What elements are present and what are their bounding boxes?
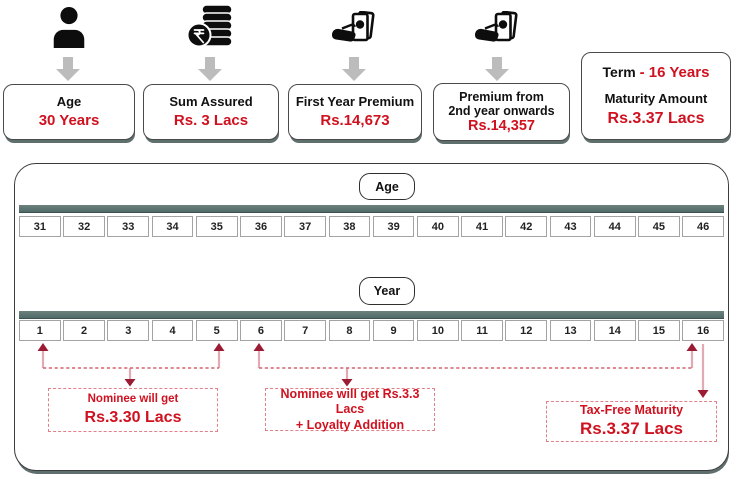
renewal-premium-value: Rs.14,357: [468, 118, 535, 135]
age-cell: 35: [195, 216, 238, 237]
year-cell: 5: [195, 320, 238, 341]
age-card-value: 30 Years: [38, 111, 100, 129]
down-arrow-icon: [485, 57, 509, 82]
year-cell: 9: [372, 320, 415, 341]
nominee-annotation-1: Nominee will get Rs.3.30 Lacs: [48, 388, 218, 432]
age-cell: 36: [240, 216, 282, 237]
money-hand-icon: [475, 11, 518, 42]
maturity-value: Rs.3.37 Lacs: [607, 110, 705, 127]
age-cell: 42: [505, 216, 548, 237]
age-cell: 34: [151, 216, 194, 237]
age-card-label: Age: [56, 94, 82, 110]
tax-free-line2: Rs.3.37 Lacs: [579, 419, 683, 439]
term-maturity-card: Term - 16 Years Maturity Amount Rs.3.37 …: [581, 52, 731, 140]
down-arrow-icon: [342, 57, 366, 82]
rupee-coins-icon: [186, 4, 233, 48]
age-axis-bar: [19, 205, 724, 213]
sum-assured-label: Sum Assured: [169, 94, 253, 110]
age-cell: 44: [593, 216, 636, 237]
age-cell: 45: [638, 216, 680, 237]
age-cell: 43: [549, 216, 592, 237]
year-cell: 4: [151, 320, 194, 341]
person-icon: [53, 6, 85, 48]
term-value: - 16 Years: [639, 64, 710, 81]
age-cell: 37: [284, 216, 327, 237]
year-cell: 6: [240, 320, 282, 341]
term-label: Term: [602, 64, 640, 80]
first-year-premium-label: First Year Premium: [295, 94, 415, 110]
sum-assured-value: Rs. 3 Lacs: [173, 111, 249, 129]
renewal-premium-card: Premium from 2nd year onwards Rs.14,357: [433, 83, 570, 141]
year-cell: 13: [549, 320, 592, 341]
year-cell: 16: [682, 320, 724, 341]
year-cell: 2: [63, 320, 105, 341]
year-cell: 10: [416, 320, 459, 341]
age-cell: 31: [19, 216, 61, 237]
year-cell: 7: [284, 320, 327, 341]
maturity-label: Maturity Amount: [604, 91, 708, 106]
tax-free-line1: Tax-Free Maturity: [579, 403, 684, 418]
nominee-annotation-2: Nominee will get Rs.3.3 Lacs + Loyalty A…: [265, 386, 435, 432]
down-arrow-icon: [56, 57, 80, 82]
nominee-annotation-2-line2: + Loyalty Addition: [295, 417, 405, 432]
year-cell: 8: [328, 320, 371, 341]
age-pill: Age: [359, 173, 415, 200]
money-hand-icon: [332, 11, 375, 42]
nominee-annotation-2-line1: Nominee will get Rs.3.3 Lacs: [280, 386, 420, 416]
age-cell: 32: [63, 216, 105, 237]
nominee-annotation-1-line1: Nominee will get: [87, 393, 179, 405]
age-card: Age 30 Years: [3, 84, 135, 140]
year-cell: 15: [638, 320, 680, 341]
nominee-annotation-1-line2: Rs.3.30 Lacs: [84, 408, 182, 426]
first-year-premium-card: First Year Premium Rs.14,673: [288, 84, 422, 140]
year-cell: 11: [461, 320, 503, 341]
year-axis-bar: [19, 311, 724, 319]
renewal-premium-label-line2: 2nd year onwards: [448, 104, 555, 118]
age-cell: 46: [682, 216, 724, 237]
sum-assured-card: Sum Assured Rs. 3 Lacs: [143, 84, 279, 140]
age-cell: 38: [328, 216, 371, 237]
age-cell: 41: [461, 216, 503, 237]
year-cell: 3: [107, 320, 150, 341]
year-cell: 1: [19, 320, 61, 341]
down-arrow-icon: [198, 57, 222, 82]
year-cell: 12: [505, 320, 548, 341]
age-cell: 33: [107, 216, 150, 237]
age-cell: 39: [372, 216, 415, 237]
year-pill: Year: [359, 277, 415, 305]
first-year-premium-value: Rs.14,673: [320, 111, 390, 129]
term-line: Term - 16 Years: [603, 64, 710, 81]
tax-free-maturity-annotation: Tax-Free Maturity Rs.3.37 Lacs: [546, 401, 717, 442]
renewal-premium-label-line1: Premium from: [459, 89, 544, 104]
age-cell: 40: [416, 216, 459, 237]
year-cell: 14: [593, 320, 636, 341]
